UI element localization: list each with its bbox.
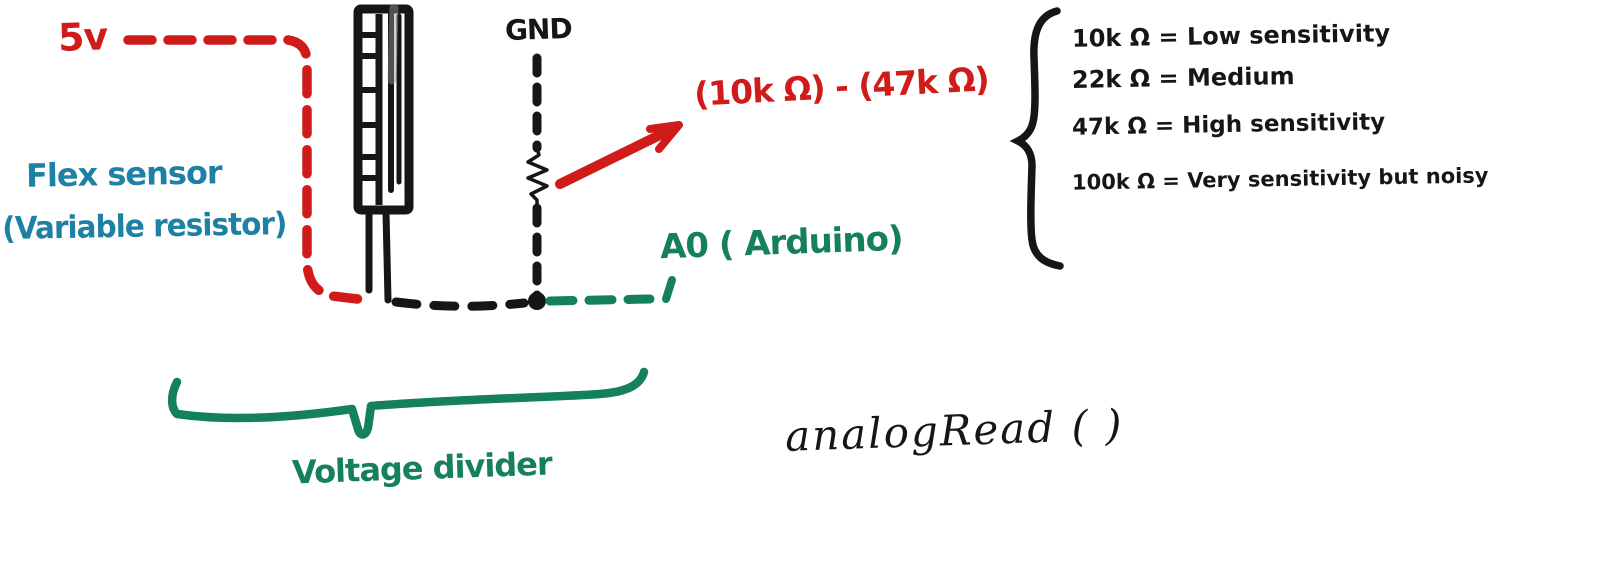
sensitivity-row: 22k Ω = Medium (1071, 62, 1295, 94)
resistance-description: High sensitivity (1181, 109, 1386, 139)
flex-sensor-symbol (353, 3, 414, 304)
resistance-value: 100k Ω = (1071, 168, 1181, 195)
label-analogread: analogRead ( ) (784, 400, 1125, 461)
resistance-value: 22k Ω = (1071, 64, 1179, 94)
sensitivity-row: 10k Ω = Low sensitivity (1071, 19, 1391, 53)
wire-a0 (545, 276, 676, 306)
label-variable-resistor: (Variable resistor) (1, 206, 287, 247)
resistance-description: Low sensitivity (1186, 19, 1391, 51)
arrow-icon (555, 121, 683, 189)
resistance-description: Medium (1186, 62, 1295, 92)
label-a0-arduino: A0 ( Arduino) (659, 218, 904, 268)
junction-dot (528, 292, 546, 310)
label-flex-sensor: Flex sensor (25, 153, 222, 195)
label-gnd: GND (504, 11, 573, 48)
label-voltage-divider: Voltage divider (291, 444, 553, 492)
brace-left-icon (1009, 7, 1064, 270)
resistance-value: 10k Ω = (1071, 22, 1179, 53)
wire-bottom (391, 297, 529, 311)
brace-bottom-icon (167, 367, 649, 439)
resistance-value: 47k Ω = (1071, 112, 1175, 141)
sensitivity-row: 47k Ω = High sensitivity (1071, 109, 1386, 141)
wire-5v (123, 35, 371, 305)
label-5v: 5v (57, 14, 108, 60)
resistor-icon (526, 146, 549, 209)
